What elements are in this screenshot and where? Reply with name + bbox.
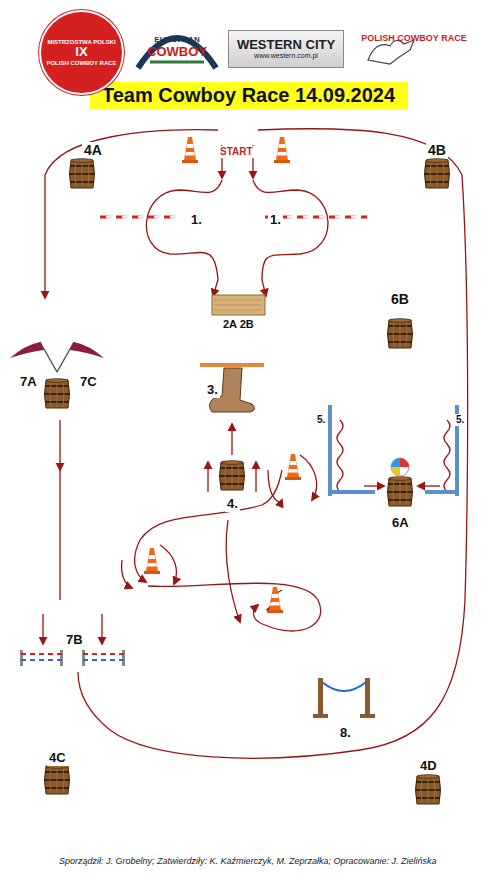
callout-label: 7B xyxy=(64,633,85,648)
logo-box: POLISH COWBOY RACE xyxy=(358,24,470,54)
logo-box: MISTRZOSTWA POLSKIIXPOLISH COWBOY RACE xyxy=(39,10,124,95)
logo-text: MISTRZOSTWA POLSKI xyxy=(47,39,115,46)
title: Team Cowboy Race 14.09.2024 xyxy=(102,84,395,106)
callout-label: 4B xyxy=(426,142,448,158)
callout-label: 5. xyxy=(315,414,327,426)
callout-label: 2A 2B xyxy=(221,318,256,331)
callout-label: 4D xyxy=(418,759,439,774)
logo-text: POLISH COWBOY RACE xyxy=(46,60,116,67)
callout-label: 1. xyxy=(189,213,204,228)
logo-text: EUROPEAN xyxy=(154,36,199,45)
logo-text: WESTERN CITY xyxy=(237,38,335,52)
callout-label: 7C xyxy=(78,375,99,390)
logo-text: IX xyxy=(75,45,87,59)
callout-label: 4A xyxy=(82,142,104,158)
callout-label: 6A xyxy=(390,516,411,531)
callout-label: 7A xyxy=(18,375,39,390)
callout-label: 8. xyxy=(338,726,353,741)
caption: Sporządził: J. Grobelny; Zatwierdziły: K… xyxy=(59,857,437,867)
callout-label: 3. xyxy=(205,383,220,398)
callout-label: 1. xyxy=(268,213,283,228)
logo-box: EUROPEANCOWBOY xyxy=(136,22,218,74)
callout-label: 5. xyxy=(454,414,466,426)
callout-label: 4C xyxy=(47,751,68,766)
logo-box: WESTERN CITYwww.western.com.pl xyxy=(228,30,344,68)
callout-label: 4. xyxy=(225,497,240,512)
logo-text: COWBOY xyxy=(147,45,207,59)
logo-text: www.western.com.pl xyxy=(254,52,318,60)
callout-label: 6B xyxy=(389,291,411,307)
logo-text: POLISH COWBOY RACE xyxy=(361,34,466,44)
callout-label: START xyxy=(218,146,255,158)
